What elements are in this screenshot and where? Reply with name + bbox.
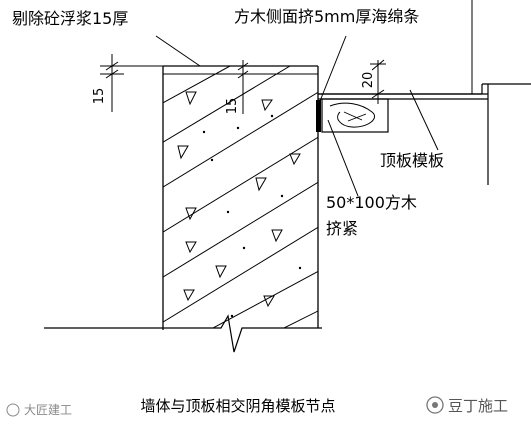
dimension-left-15 bbox=[100, 54, 163, 112]
label-chip-slurry: 剔除砼浮浆15厚 bbox=[12, 9, 128, 28]
dim-label-left-15: 15 bbox=[92, 88, 107, 105]
label-wood-sponge: 方木侧面挤5mm厚海绵条 bbox=[234, 7, 419, 26]
wall-hatch bbox=[163, 66, 318, 328]
ground-line-break bbox=[44, 314, 322, 353]
label-timber-line2: 挤紧 bbox=[326, 219, 358, 238]
label-timber-line1: 50*100方木 bbox=[326, 193, 417, 212]
dim-label-inner-15: 15 bbox=[225, 98, 240, 115]
dimension-20 bbox=[370, 59, 386, 104]
watermark-left: 大匠建工 bbox=[6, 403, 72, 417]
timber-batten bbox=[321, 98, 389, 133]
diagram-caption: 墙体与顶板相交阴角模板节点 bbox=[140, 397, 335, 415]
label-formwork: 顶板模板 bbox=[380, 151, 444, 170]
aggregate-dots bbox=[202, 114, 302, 318]
concrete-wall bbox=[162, 65, 319, 330]
dimension-inner-15 bbox=[236, 60, 250, 114]
watermark-left-text: 大匠建工 bbox=[24, 403, 72, 417]
dim-label-20: 20 bbox=[361, 72, 376, 89]
sponge-strip bbox=[316, 100, 321, 132]
watermark-logo-icon bbox=[426, 396, 444, 414]
watermark-right: 豆丁施工 bbox=[426, 396, 508, 415]
leader-lines bbox=[155, 35, 439, 197]
watermark-right-text: 豆丁施工 bbox=[448, 397, 508, 415]
aggregate-marks bbox=[177, 91, 301, 308]
